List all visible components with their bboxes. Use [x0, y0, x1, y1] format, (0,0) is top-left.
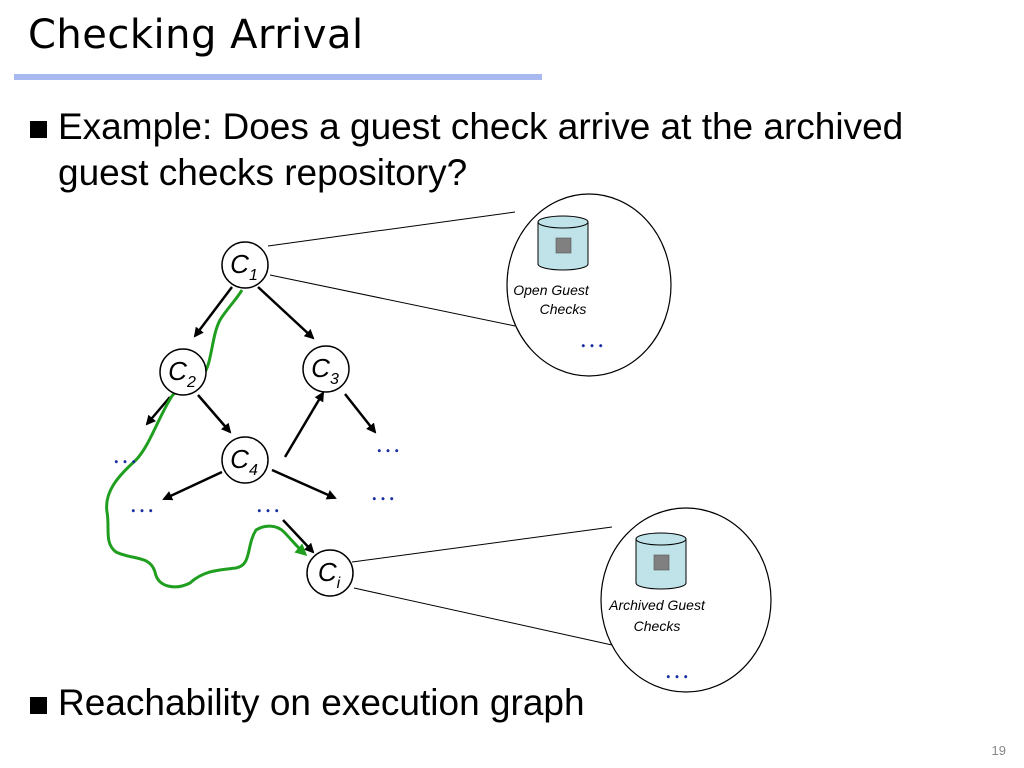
ellipsis-c4-right: … [370, 477, 396, 506]
database-icon [537, 215, 589, 271]
svg-text:C3: C3 [311, 353, 339, 388]
ellipsis-c2-left: … [112, 440, 138, 469]
page-number: 19 [991, 743, 1006, 758]
ellipsis-open-checks: … [579, 324, 605, 353]
title-underline [14, 74, 542, 80]
node-ci: Ci [306, 549, 354, 597]
slide-title: Checking Arrival [28, 12, 364, 58]
open-checks-label-line1: Open Guest [513, 282, 590, 298]
edge-more-ci [282, 519, 315, 554]
callout-line-archived-bottom [353, 587, 613, 646]
svg-text:C1: C1 [230, 249, 258, 284]
reachability-path [105, 289, 308, 589]
svg-text:C2: C2 [168, 356, 196, 391]
edge-c3-more [344, 393, 377, 434]
bullet-reachability: Reachability on execution graph [30, 680, 585, 726]
bullet-text: Example: Does a guest check arrive at th… [58, 106, 904, 193]
database-icon [635, 532, 687, 590]
callout-line-open-top [267, 211, 516, 247]
svg-text:C4: C4 [230, 444, 258, 479]
bullet-text: Reachability on execution graph [58, 682, 585, 723]
archived-checks-label-line2: Checks [634, 618, 681, 634]
ellipsis-archived-checks: … [664, 655, 690, 684]
open-checks-label-line2: Checks [540, 301, 587, 317]
edge-c4-more-right [271, 468, 337, 500]
ellipsis-c4-left: … [129, 489, 155, 518]
ellipsis-c3-right: … [375, 429, 401, 458]
ellipsis-c4-below: … [255, 489, 281, 518]
callout-line-open-bottom [269, 274, 516, 327]
node-c1: C1 [221, 241, 269, 289]
edge-c1-c3 [257, 286, 315, 340]
bullet-square-icon [30, 121, 47, 138]
edge-c4-more-left [162, 470, 223, 501]
node-c3: C3 [302, 345, 350, 393]
callout-line-archived-top [351, 526, 613, 563]
node-c2: C2 [159, 348, 207, 396]
svg-text:Ci: Ci [318, 557, 341, 592]
edge-c4-c3 [283, 391, 325, 458]
bullet-square-icon [30, 697, 47, 714]
edge-c2-more [145, 396, 171, 426]
node-c4: C4 [221, 436, 269, 484]
bullet-example: Example: Does a guest check arrive at th… [30, 104, 990, 196]
edge-c1-c2 [193, 286, 233, 338]
archived-checks-label-line1: Archived Guest [608, 597, 706, 613]
edge-c2-c4 [197, 394, 232, 434]
